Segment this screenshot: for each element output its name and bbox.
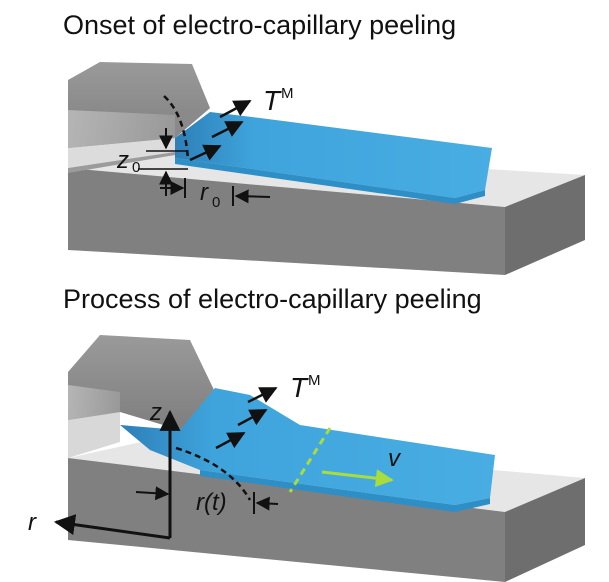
process-rt-left-arrow xyxy=(135,486,170,501)
onset-panel: T M z 0 r 0 xyxy=(68,62,585,275)
onset-tm-arrow-1 xyxy=(219,99,252,119)
process-r-axis xyxy=(53,514,171,540)
onset-upper-block-front xyxy=(68,110,175,148)
process-meniscus-dashed xyxy=(175,446,252,501)
process-rt-label: r(t) xyxy=(196,489,227,516)
onset-substrate-side xyxy=(505,175,585,275)
process-upper-block-front xyxy=(68,385,120,420)
process-tm-arrow-3 xyxy=(215,431,246,450)
process-tm-arrow-2 xyxy=(237,408,268,427)
onset-tm-superscript: M xyxy=(281,85,294,102)
process-tm-label: T xyxy=(290,372,309,403)
onset-tm-label: T xyxy=(263,85,282,116)
process-title: Process of electro-capillary peeling xyxy=(63,284,482,314)
process-tm-superscript: M xyxy=(308,372,321,389)
onset-tm-arrow-2 xyxy=(211,120,244,139)
process-gap-face xyxy=(68,412,120,458)
process-substrate-front xyxy=(68,458,505,582)
onset-tm-arrow-3 xyxy=(189,144,222,162)
onset-r0-right-arrow xyxy=(234,189,271,204)
process-z-label: z xyxy=(149,399,162,426)
process-contact-line xyxy=(288,427,332,493)
onset-r0-subscript: 0 xyxy=(212,194,220,211)
process-panel: v T M z r r(t) xyxy=(28,335,585,582)
process-v-label: v xyxy=(388,445,402,472)
onset-r0-label: r xyxy=(200,179,209,206)
onset-title: Onset of electro-capillary peeling xyxy=(63,10,457,40)
onset-liquid-film xyxy=(175,112,492,198)
onset-z0-label: z xyxy=(116,147,129,174)
onset-meniscus-dashed xyxy=(163,95,190,161)
process-r-label: r xyxy=(28,509,37,536)
process-velocity-arrow xyxy=(321,469,394,488)
process-liquid-film xyxy=(120,388,495,505)
onset-z0-subscript: 0 xyxy=(132,159,140,176)
process-tm-arrow-1 xyxy=(247,386,278,404)
process-substrate-side xyxy=(505,478,585,582)
process-rt-right-arrow xyxy=(255,496,279,511)
